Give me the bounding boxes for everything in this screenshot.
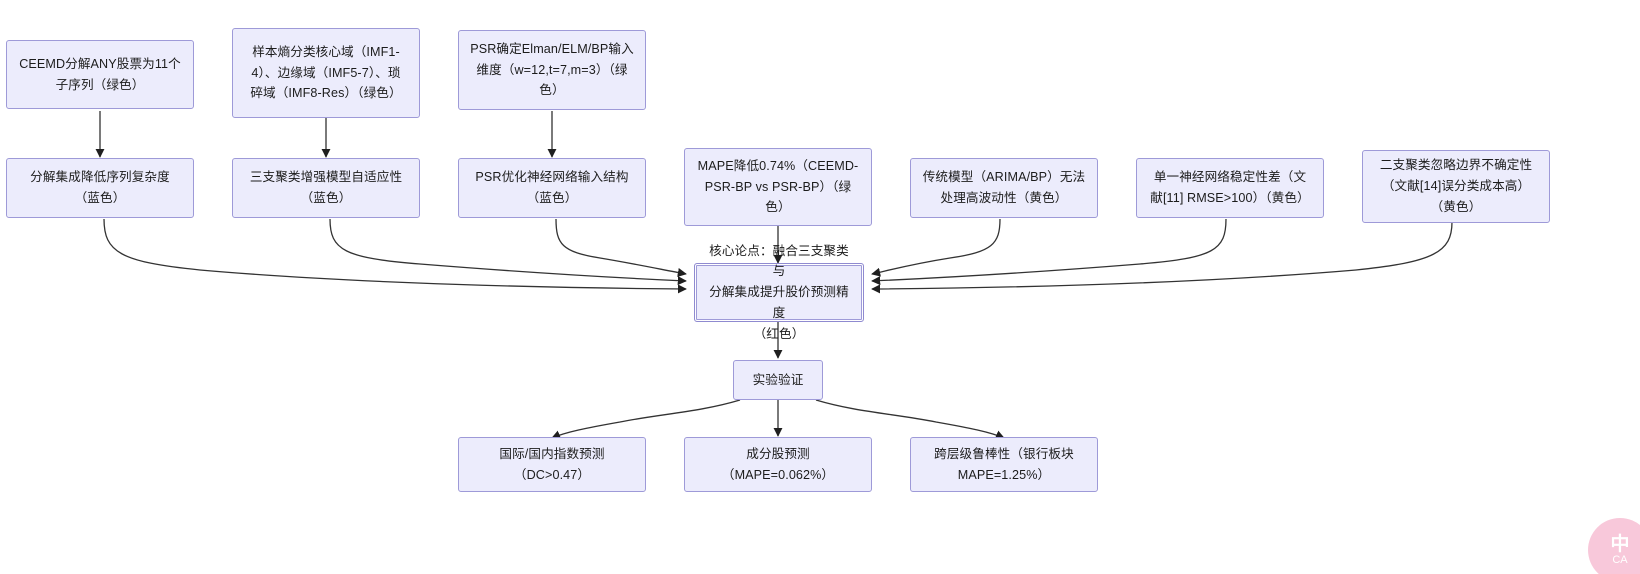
watermark-line2: CA [1612,553,1628,566]
node-label: 单一神经网络稳定性差（文 献[11] RMSE>100）（黄色） [1150,170,1310,205]
node-result-index-forecast[interactable]: 国际/国内指数预测 （DC>0.47） [458,437,646,492]
node-label: PSR优化神经网络输入结构 （蓝色） [475,170,629,205]
edge-n5-core [329,218,687,286]
node-result-constituent-stock-forecast[interactable]: 成分股预测 （MAPE=0.062%） [684,437,872,492]
node-ceemd-decomposition[interactable]: CEEMD分解ANY股票为11个 子序列（绿色） [6,40,194,109]
edge-exp-r3 [815,399,1005,439]
node-psr-input-dimension[interactable]: PSR确定Elman/ELM/BP输入 维度（w=12,t=7,m=3）（绿 色… [458,30,646,110]
node-experiment-validation[interactable]: 实验验证 [733,360,823,400]
node-label: 三支聚类增强模型自适应性 （蓝色） [249,170,403,205]
node-three-way-clustering-adaptivity[interactable]: 三支聚类增强模型自适应性 （蓝色） [232,158,420,218]
node-two-way-clustering-boundary[interactable]: 二支聚类忽略边界不确定性 （文献[14]误分类成本高） （黄色） [1362,150,1550,223]
watermark-logo: 中 CA [1588,518,1640,574]
node-label: 核心论点：融合三支聚类与 分解集成提升股价预测精度 （红色） [709,243,849,341]
edge-exp-r1 [551,399,741,439]
node-label: PSR确定Elman/ELM/BP输入 维度（w=12,t=7,m=3）（绿 色… [470,41,634,98]
edge-n10-core [871,221,1453,294]
edge-n6-core [555,218,687,278]
node-label: 国际/国内指数预测 （DC>0.47） [499,446,605,482]
node-result-cross-level-robustness[interactable]: 跨层级鲁棒性（银行板块 MAPE=1.25%） [910,437,1098,492]
node-core-thesis[interactable]: 核心论点：融合三支聚类与 分解集成提升股价预测精度 （红色） [694,244,864,341]
edge-n8-core [871,218,1001,277]
node-label: 传统模型（ARIMA/BP）无法 处理高波动性（黄色） [922,170,1086,205]
node-label: 跨层级鲁棒性（银行板块 MAPE=1.25%） [934,446,1074,482]
node-sample-entropy-classification[interactable]: 样本熵分类核心域（IMF1- 4）、边缘域（IMF5-7）、琐 碎域（IMF8-… [232,28,420,118]
node-label: 成分股预测 （MAPE=0.062%） [721,446,835,482]
node-label: MAPE降低0.74%（CEEMD- PSR-BP vs PSR-BP）（绿 色… [697,158,859,215]
edge-n9-core [871,218,1227,286]
node-label: 分解集成降低序列复杂度 （蓝色） [30,170,170,205]
edge-n4-core [103,218,687,294]
node-label: 实验验证 [752,372,804,387]
node-psr-optimizes-network-input[interactable]: PSR优化神经网络输入结构 （蓝色） [458,158,646,218]
node-mape-reduction[interactable]: MAPE降低0.74%（CEEMD- PSR-BP vs PSR-BP）（绿 色… [684,148,872,226]
node-single-network-instability[interactable]: 单一神经网络稳定性差（文 献[11] RMSE>100）（黄色） [1136,158,1324,218]
node-traditional-model-limitation[interactable]: 传统模型（ARIMA/BP）无法 处理高波动性（黄色） [910,158,1098,218]
node-decomposition-reduces-complexity[interactable]: 分解集成降低序列复杂度 （蓝色） [6,158,194,218]
node-label: 样本熵分类核心域（IMF1- 4）、边缘域（IMF5-7）、琐 碎域（IMF8-… [250,44,402,101]
watermark-line1: 中 [1610,533,1630,555]
node-label: 二支聚类忽略边界不确定性 （文献[14]误分类成本高） （黄色） [1379,158,1533,214]
node-label: CEEMD分解ANY股票为11个 子序列（绿色） [19,56,181,92]
